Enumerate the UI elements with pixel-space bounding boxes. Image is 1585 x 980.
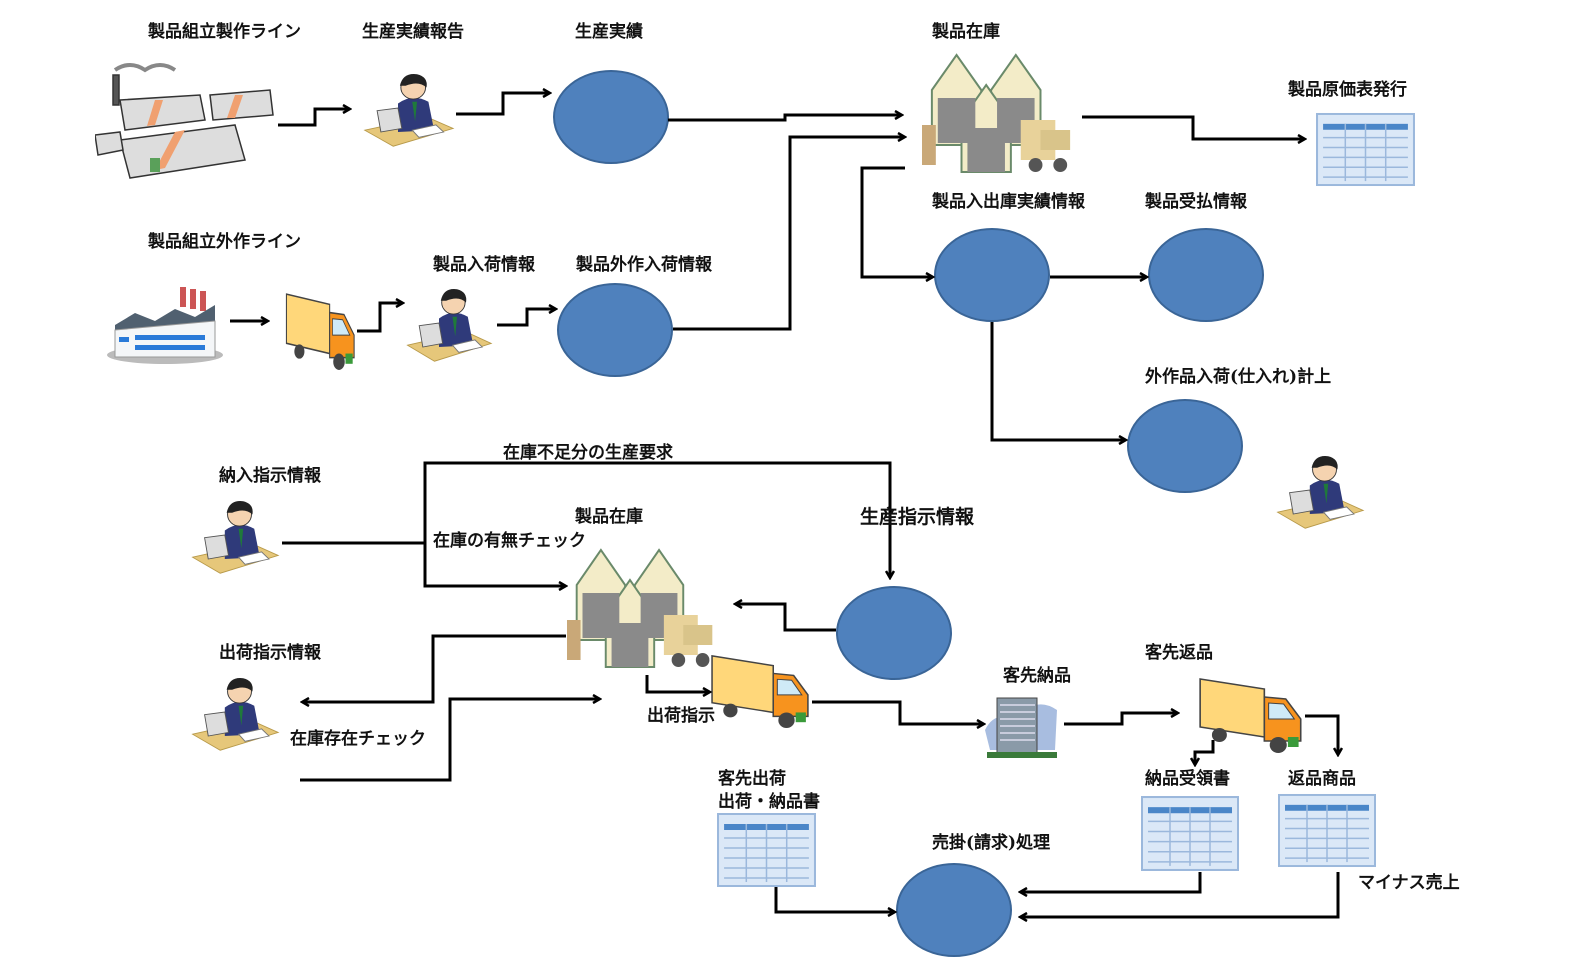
truck-icon [1199,678,1302,754]
flow-arrow [1082,115,1305,139]
label-delivery-receipt: 納品受領書 [1145,768,1230,789]
flow-arrow [860,166,933,277]
label-customer-return: 客先返品 [1144,642,1213,663]
label-negative-sales: マイナス売上 [1358,872,1460,893]
office-worker-icon [192,500,279,574]
process-node-production-results [553,70,669,164]
flow-arrow [645,675,710,692]
flow-arrow [735,604,836,632]
warehouse-icon [922,54,1072,173]
process-node-production-instruction [836,586,952,680]
label-production-instruction-info: 生産指示情報 [860,505,975,528]
label-shipping-instruction: 出荷指示 [647,705,715,726]
truck-icon [285,293,355,371]
label-product-inventory-top: 製品在庫 [931,21,1000,42]
label-cost-sheet-issue: 製品原価表発行 [1287,79,1407,100]
document-icon [1316,112,1415,187]
flow-arrow [456,93,550,116]
flow-arrow [1195,740,1215,765]
label-production-results: 生産実績 [575,21,643,42]
flow-arrow [1020,872,1202,892]
office-worker-icon [364,73,454,147]
flow-arrow [1020,872,1340,917]
flow-arrow [1064,713,1178,726]
flow-arrow [423,543,566,586]
flow-arrow [423,461,890,586]
flow-arrow [497,309,556,327]
office-worker-icon [407,288,492,362]
office-worker-icon [192,677,279,751]
flow-arrow [302,634,566,702]
document-icon [1278,793,1376,868]
flow-arrow [668,115,902,122]
label-shipping-instruction-info: 出荷指示情報 [219,642,322,663]
label-shipment-delivery-note: 出荷・納品書 [718,791,820,812]
process-node-receivables [896,863,1012,957]
building-icon [985,697,1058,759]
label-inout-records: 製品入出庫実績情報 [931,191,1086,212]
label-customer-delivery: 客先納品 [1002,665,1071,686]
process-node-outsourced-arrival [557,283,673,377]
flow-arrow [357,303,403,333]
flow-arrow [990,322,1126,440]
connectors [230,93,1338,917]
flow-arrow [278,109,350,127]
label-delivery-instruction-info: 納入指示情報 [219,465,322,486]
process-node-outsourced-purchase [1127,399,1243,493]
label-customer-shipment: 客先出荷 [717,768,786,789]
office-worker-icon [1277,455,1364,529]
process-node-receipt-payment [1148,228,1264,322]
label-outsourced-arrival-info: 製品外作入荷情報 [575,254,713,275]
label-returned-goods: 返品商品 [1288,768,1356,789]
document-icon [1140,796,1240,871]
label-product-arrival-info: 製品入荷情報 [432,254,536,275]
label-shortage-production-request: 在庫不足分の生産要求 [503,442,673,463]
flow-arrow [774,887,895,912]
label-stock-existence-check: 在庫存在チェック [290,728,426,749]
label-outsourced-purchase: 外作品入荷(仕入れ)計上 [1145,366,1331,387]
label-product-inventory-bottom: 製品在庫 [574,506,643,527]
warehouse-icon [567,549,714,668]
flow-arrow [1305,714,1338,755]
label-receivables-processing: 売掛(請求)処理 [932,832,1050,853]
process-node-inout-records [934,228,1050,322]
label-production-report: 生産実績報告 [362,21,464,42]
label-assembly-line-inhouse: 製品組立製作ライン [147,21,301,42]
label-assembly-line-outsourced: 製品組立外作ライン [147,231,301,252]
flow-arrow [673,137,905,331]
label-receipt-payment-info: 製品受払情報 [1144,191,1248,212]
flow-arrow [812,700,984,724]
factory-icon [106,286,224,365]
label-stock-availability-check: 在庫の有無チェック [433,530,586,551]
truck-icon [711,655,809,729]
flow-arrow [300,699,600,782]
document-icon [717,812,816,888]
factory-icon [95,63,275,180]
